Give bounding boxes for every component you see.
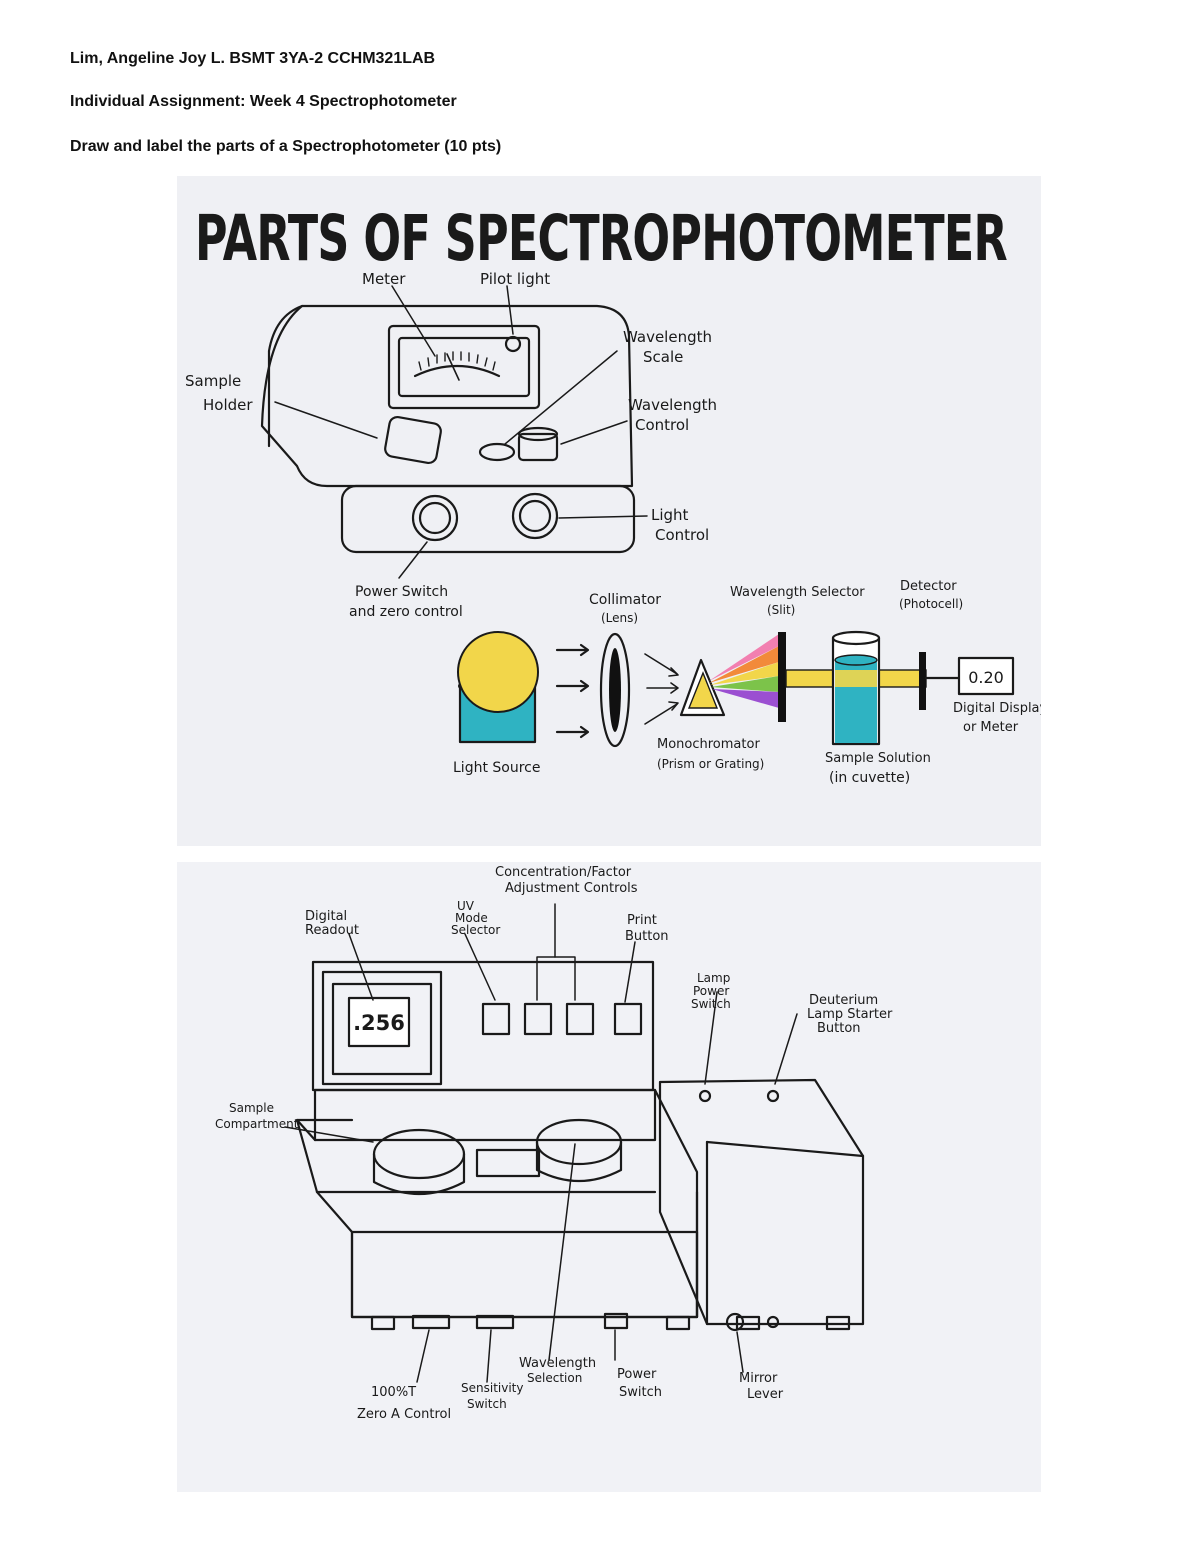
digital-readout: .256 [347,996,411,1048]
label-light-source: Light Source [453,760,540,776]
label-uv-mode-1: UV [457,899,475,913]
adjustment-control-button-1 [523,1002,553,1036]
label-sample-solution-2: (in cuvette) [829,770,910,786]
label-print-1: Print [627,913,657,928]
label-sample-compartment-1: Sample [229,1101,274,1115]
label-power-switch-2: and zero control [349,604,463,620]
label-digital-readout-2: Readout [305,923,359,938]
label-mirror-lever-2: Lever [747,1387,784,1402]
display-value: 0.20 [968,668,1004,687]
t100-control [411,1314,451,1330]
label-pilot-light: Pilot light [480,270,550,288]
light-control-knob [511,492,559,540]
label-t100-1: 100%T [371,1385,416,1400]
label-light-control-2: Control [655,526,709,544]
power-switch [603,1312,629,1330]
adjustment-control-button-2 [565,1002,595,1036]
label-wavelength-scale-2: Scale [643,348,683,366]
power-switch-knob [411,494,459,542]
header-instruction-line: Draw and label the parts of a Spectropho… [70,138,502,155]
label-wavelength-scale-1: Wavelength [623,328,712,346]
monochromator-prism [679,658,726,717]
uv-mode-selector-button [481,1002,511,1036]
label-sample-holder-1: Sample [185,372,241,390]
label-wavelength-selector-2: (Slit) [767,603,795,617]
light-arrows [555,643,590,739]
label-lamp-power-1: Lamp [697,971,730,985]
wavelength-selector-slit [778,632,786,722]
drawing-title: PARTS OF SPECTROPHOTOMETER [195,202,1007,275]
mirror-lever [725,1312,745,1332]
readout-value: .256 [353,1011,405,1035]
label-lamp-power-3: Switch [691,997,731,1011]
header-assignment-line: Individual Assignment: Week 4 Spectropho… [70,93,457,110]
label-power-switch-1: Power Switch [355,584,448,600]
label-uv-mode-3: Selector [451,923,500,937]
lamp-knob [766,1315,780,1329]
label-wavelength-selection-2: Selection [527,1371,582,1385]
lamp-housing [658,1078,865,1326]
label-collimator-2: (Lens) [601,611,638,625]
cuvette-sample-solution [831,630,881,746]
label-sample-compartment-2: Compartment [215,1117,299,1131]
label-power-switch-1: Power [617,1367,657,1382]
label-digital-display-2: or Meter [963,720,1019,735]
label-collimator-1: Collimator [589,592,661,608]
label-uv-mode-2: Mode [455,911,488,925]
leader-lines [274,285,648,579]
label-monochromator-2: (Prism or Grating) [657,757,764,771]
spectrophotometer-body [260,304,634,488]
label-sensitivity-2: Switch [467,1397,507,1411]
digital-display: 0.20 [957,656,1015,696]
drawing-parts-of-spectrophotometer: PARTS OF SPECTROPHOTOMETER Meter P [177,176,1041,846]
label-concentration-2: Adjustment Controls [505,881,638,896]
label-light-control-1: Light [651,506,689,524]
detector-photocell [919,652,926,710]
label-wavelength-selection-1: Wavelength [519,1356,596,1371]
front-panel [340,484,636,554]
sample-holder [384,415,442,465]
label-detector-2: (Photocell) [899,597,963,611]
label-sensitivity-1: Sensitivity [461,1381,523,1395]
collimator-lens [599,632,631,748]
sensitivity-switch [475,1314,515,1330]
label-sample-holder-2: Holder [203,396,253,414]
label-power-switch-2: Switch [619,1385,662,1400]
label-concentration-1: Concentration/Factor [495,865,632,880]
lamp-power-switch [698,1089,712,1103]
center-slot [475,1148,541,1178]
label-digital-display-1: Digital Display [953,701,1041,716]
label-print-2: Button [625,929,669,944]
label-sample-solution-1: Sample Solution [825,751,931,766]
wavelength-control-knob [517,426,559,462]
print-button [613,1002,643,1036]
sample-compartment-right [535,1118,623,1183]
label-monochromator-1: Monochromator [657,737,760,752]
label-wavelength-control-2: Control [635,416,689,434]
sample-compartment-left [372,1128,466,1196]
label-deuterium-1: Deuterium [809,993,878,1008]
label-t100-2: Zero A Control [357,1407,451,1422]
label-digital-readout-1: Digital [305,909,347,924]
header-name-line: Lim, Angeline Joy L. BSMT 3YA-2 CCHM321L… [70,50,436,67]
label-deuterium-2: Lamp Starter [807,1007,893,1022]
label-wavelength-control-1: Wavelength [628,396,717,414]
label-deuterium-3: Button [817,1021,861,1036]
instrument-body [295,960,699,1319]
deuterium-lamp-starter-button [766,1089,780,1103]
lens-arrows [644,653,679,725]
dispersed-spectrum [709,634,779,708]
label-meter: Meter [362,270,406,288]
meter-dial [413,351,501,381]
drawing-uv-spectrophotometer: .256 [177,862,1041,1492]
pilot-light [504,335,522,353]
leader-lines-2 [284,903,798,1383]
label-mirror-lever-1: Mirror [739,1371,778,1386]
light-source [457,631,539,744]
label-detector-1: Detector [900,579,957,594]
label-wavelength-selector-1: Wavelength Selector [730,585,865,600]
label-lamp-power-2: Power [693,984,729,998]
wavelength-scale [478,442,516,462]
